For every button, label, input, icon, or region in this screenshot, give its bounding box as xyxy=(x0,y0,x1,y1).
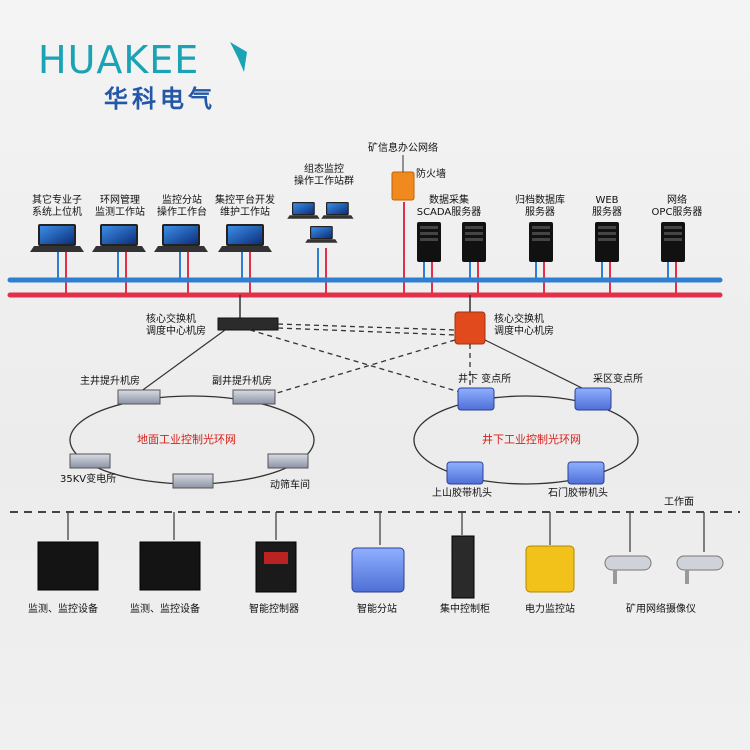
solid-links xyxy=(139,329,591,393)
ring-node-label: 上山胶带机头 xyxy=(432,488,492,499)
workstation-label: 监控分站 操作工作台 xyxy=(157,195,207,218)
ring-node-label: 副井提升机房 xyxy=(212,376,272,387)
workstation-label: 集控平台开发 维护工作站 xyxy=(215,195,275,218)
ring-node-label: 动筛车间 xyxy=(270,480,310,491)
device-label: 智能控制器 xyxy=(249,604,299,615)
server-label: 归档数据库 服务器 xyxy=(515,195,565,218)
core-switch-right-label: 核心交换机 调度中心机房 xyxy=(494,314,554,337)
device-label: 电力监控站 xyxy=(525,604,575,615)
server-label: 数据采集 SCADA服务器 xyxy=(416,195,482,218)
device-label: 集中控制柜 xyxy=(440,604,490,615)
server-icons xyxy=(417,222,685,262)
laptop-icons xyxy=(30,202,354,252)
brand-logo-chinese: 华科电气 xyxy=(104,85,216,113)
office-network-label: 矿信息办公网络 xyxy=(368,143,438,154)
device-label: 监测、监控设备 xyxy=(130,604,200,615)
ring-node-label: 采区变点所 xyxy=(593,374,643,385)
device-drops xyxy=(67,512,705,552)
right-ring xyxy=(413,395,639,485)
firewall-device xyxy=(391,171,415,201)
server-label: WEB 服务器 xyxy=(592,195,622,218)
core-switch-left xyxy=(217,317,279,331)
device-label: 智能分站 xyxy=(357,604,397,615)
dashed-links xyxy=(249,323,481,399)
core-switch-right xyxy=(454,311,486,345)
device-label: 矿用网络摄像仪 xyxy=(626,604,696,615)
bottom-device-icons xyxy=(37,535,724,599)
ring-node-devices xyxy=(69,387,612,489)
ring-node-label: 井下 变点所 xyxy=(458,374,512,385)
left-ring-title: 地面工业控制光环网 xyxy=(137,433,236,446)
server-label: 网络 OPC服务器 xyxy=(651,195,703,218)
firewall-label: 防火墙 xyxy=(416,169,446,180)
workface-label: 工作面 xyxy=(664,497,694,508)
right-ring-title: 井下工业控制光环网 xyxy=(482,433,581,446)
core-switch-left-label: 核心交换机 调度中心机房 xyxy=(146,314,206,337)
ring-node-label: 主井提升机房 xyxy=(80,376,140,387)
brand-logo-text: HUAKEE xyxy=(38,38,200,82)
ring-node-label: 石门胶带机头 xyxy=(548,488,608,499)
ring-node-label: 35KV变电所 xyxy=(60,474,117,485)
workstation-label: 其它专业子 系统上位机 xyxy=(32,195,82,218)
workstation-label: 环网管理 监测工作站 xyxy=(95,195,145,218)
config-group-label: 组态监控 操作工作站群 xyxy=(294,164,354,187)
device-label: 监测、监控设备 xyxy=(28,604,98,615)
